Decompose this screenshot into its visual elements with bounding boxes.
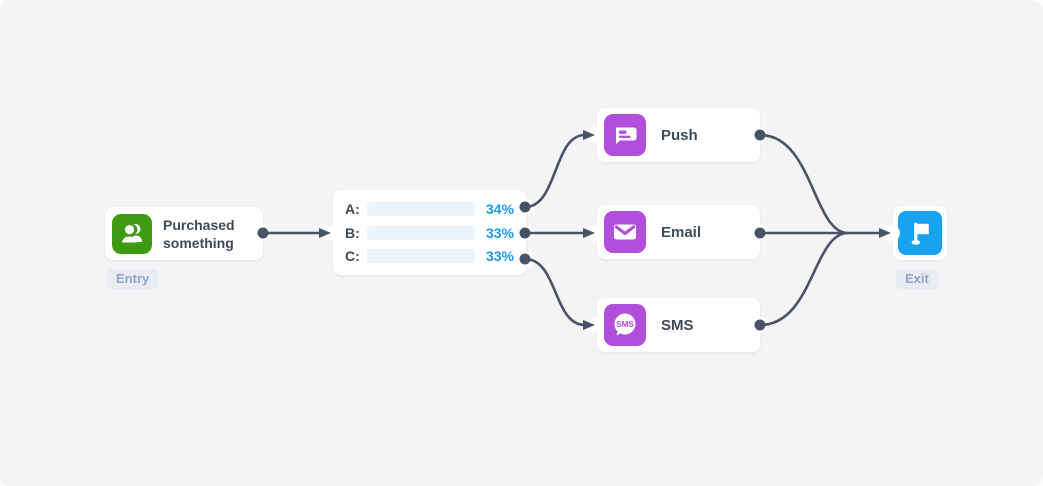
edge-push-to-exit (758, 133, 850, 235)
sms-bubble-icon: SMS (604, 304, 646, 346)
users-icon (112, 213, 152, 254)
split-row-a: A: 34% (345, 201, 514, 217)
abc-split-node[interactable]: A: 34% B: 33% C: 33% (333, 190, 526, 275)
push-notification-icon (604, 114, 646, 156)
sms-node[interactable]: SMS SMS (597, 298, 760, 352)
split-row-label: A: (345, 201, 360, 218)
email-node-label: Email (661, 223, 702, 241)
split-row-percent: 33% (485, 224, 514, 241)
split-row-c: C: 33% (345, 248, 514, 264)
split-row-label: C: (345, 247, 360, 264)
split-row-percent: 33% (485, 247, 514, 264)
split-row-b: B: 33% (345, 225, 514, 241)
exit-node[interactable] (893, 206, 947, 260)
edge-split-a-to-push (523, 133, 587, 209)
edge-split-c-to-sms (523, 257, 587, 327)
sms-node-label: SMS (661, 316, 694, 334)
arrowhead-push-input (583, 130, 595, 140)
email-icon (604, 211, 646, 253)
exit-badge: Exit (896, 269, 938, 289)
arrowhead-sms-input (583, 320, 595, 330)
arrowhead-email-input (583, 228, 595, 238)
split-bar-track (367, 202, 475, 217)
split-row-percent: 34% (485, 201, 514, 218)
email-node[interactable]: Email (597, 205, 760, 259)
entry-node-title: Purchased something (163, 216, 235, 251)
split-row-label: B: (345, 224, 360, 241)
push-node-label: Push (661, 126, 698, 144)
split-bar-track (367, 248, 475, 263)
entry-node[interactable]: Purchased something (105, 207, 263, 260)
entry-badge: Entry (107, 269, 159, 289)
arrowhead-exit-input (879, 228, 891, 238)
sms-icon-text: SMS (616, 320, 634, 329)
push-node[interactable]: Push (597, 108, 760, 162)
edge-sms-to-exit (758, 231, 850, 327)
arrowhead-split-input (319, 228, 331, 238)
flag-icon (898, 211, 942, 255)
split-bar-track (367, 225, 475, 240)
